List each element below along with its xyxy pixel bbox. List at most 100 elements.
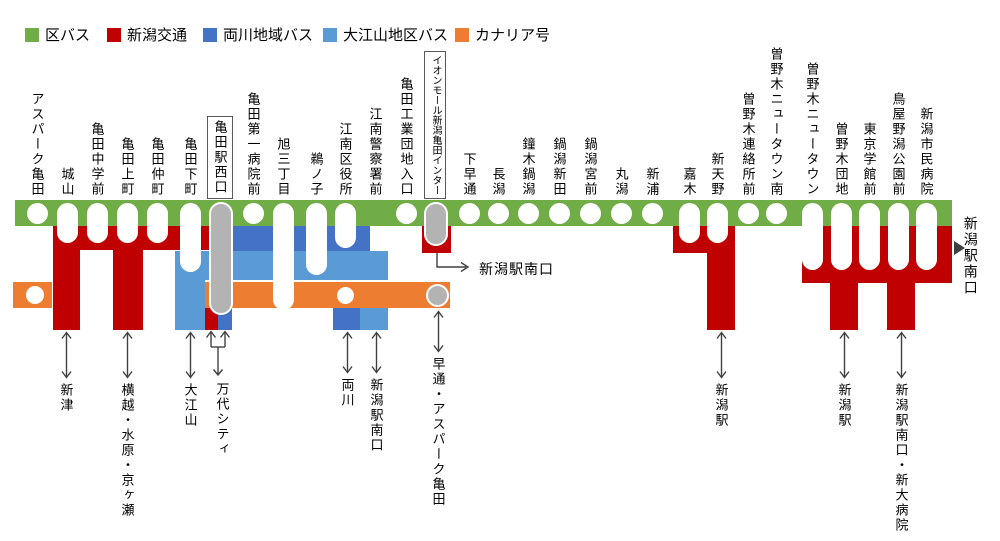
station-marker bbox=[273, 203, 294, 310]
station-label: 鍋潟新田 bbox=[551, 137, 567, 197]
route-segment-blue bbox=[333, 308, 360, 330]
route-segment-lightblue bbox=[360, 308, 388, 330]
branch-arrow bbox=[184, 331, 196, 379]
branch-destination-label: 新潟駅南口 bbox=[368, 378, 384, 453]
station-label: 亀田下町 bbox=[182, 137, 198, 197]
legend-label: 新潟交通 bbox=[127, 27, 188, 44]
red-legend-swatch-icon bbox=[107, 27, 121, 42]
station-marker bbox=[611, 203, 632, 224]
station-marker bbox=[335, 203, 356, 248]
lightblue-legend-swatch-icon bbox=[323, 27, 337, 42]
station-label: 曽野木ニュータウン bbox=[804, 62, 820, 197]
station-label: 亀田第一病院前 bbox=[245, 92, 261, 197]
branch-arrow bbox=[370, 331, 382, 374]
station-label: 長潟 bbox=[490, 167, 506, 197]
station-label: 鵜ノ子 bbox=[308, 152, 324, 197]
station-marker bbox=[306, 203, 327, 275]
station-label: 城山 bbox=[59, 167, 75, 197]
station-label: 新浦 bbox=[644, 167, 660, 197]
station-marker bbox=[87, 203, 108, 243]
station-marker bbox=[679, 203, 700, 243]
station-label: 新天野 bbox=[709, 152, 725, 197]
branch-arrow bbox=[838, 331, 850, 379]
station-marker bbox=[488, 203, 509, 224]
route-segment-orange bbox=[205, 282, 450, 308]
route-segment-red bbox=[830, 283, 858, 330]
branch-arrow bbox=[121, 331, 133, 379]
station-label: 東京学館前 bbox=[861, 122, 877, 197]
blue-legend-swatch-icon bbox=[203, 27, 217, 42]
station-marker bbox=[147, 203, 168, 243]
station-marker bbox=[831, 203, 852, 270]
legend-label: 大江山地区バス bbox=[343, 27, 449, 44]
station-marker bbox=[888, 203, 909, 270]
orange-legend-swatch-icon bbox=[455, 27, 469, 42]
station-marker-highlighted bbox=[209, 202, 233, 315]
station-marker bbox=[180, 203, 201, 272]
right-terminal-arrow-icon bbox=[954, 241, 965, 255]
station-label: 亀田工業団地入口 bbox=[398, 77, 414, 197]
station-marker bbox=[707, 203, 728, 243]
station-marker bbox=[580, 203, 601, 224]
annotation-label: 新潟駅南口 bbox=[479, 261, 554, 277]
branch-destination-label: 新津 bbox=[58, 383, 74, 413]
station-label: 江南警察署前 bbox=[367, 107, 383, 197]
merged-branch-arrow bbox=[205, 330, 231, 377]
station-marker bbox=[396, 203, 417, 224]
station-label: 嘉木 bbox=[681, 167, 697, 197]
station-label: 亀田上町 bbox=[119, 137, 135, 197]
station-marker bbox=[27, 203, 48, 224]
stop-marker bbox=[336, 286, 354, 304]
branch-destination-label: 早通・アスパーク亀田 bbox=[430, 357, 446, 507]
branch-destination-label: 新潟駅 bbox=[713, 383, 729, 428]
station-marker bbox=[802, 203, 823, 270]
station-label: 丸潟 bbox=[613, 167, 629, 197]
station-marker bbox=[916, 203, 937, 270]
station-marker bbox=[243, 203, 264, 224]
branch-destination-label: 横越・水原・京ヶ瀬 bbox=[119, 383, 135, 518]
green-legend-swatch-icon bbox=[25, 27, 39, 42]
station-label: 曽野木団地 bbox=[833, 122, 849, 197]
station-marker bbox=[642, 203, 663, 224]
branch-destination-label: 大江山 bbox=[182, 383, 198, 428]
right-terminal-label: 新潟駅南口 bbox=[962, 216, 979, 296]
station-label: 亀田駅西口 bbox=[207, 116, 233, 199]
transfer-stop-marker bbox=[425, 283, 449, 307]
station-label: 曽野木ニュータウン南 bbox=[768, 47, 784, 197]
annotation-connector-line bbox=[436, 252, 470, 273]
station-marker-highlighted bbox=[424, 202, 448, 246]
station-marker bbox=[766, 203, 787, 224]
route-segment-green bbox=[15, 200, 952, 226]
route-segment-red bbox=[113, 250, 143, 330]
legend-item: カナリア号 bbox=[455, 24, 550, 45]
branch-destination-label: 新潟駅南口・新大病院 bbox=[893, 383, 909, 533]
station-label: 旭三丁目 bbox=[275, 137, 291, 197]
station-label: 曽野木連絡所前 bbox=[740, 92, 756, 197]
station-label: 江南区役所 bbox=[337, 122, 353, 197]
legend-item: 区バス bbox=[25, 24, 90, 45]
branch-arrow bbox=[432, 310, 444, 353]
branch-destination-label: 両川 bbox=[339, 378, 355, 408]
route-segment-red bbox=[887, 283, 915, 330]
station-label: 亀田仲町 bbox=[149, 137, 165, 197]
branch-destination-label: 万代シティ bbox=[214, 382, 230, 457]
station-marker bbox=[738, 203, 759, 224]
station-label: 鍋潟宮前 bbox=[582, 137, 598, 197]
station-marker bbox=[57, 203, 78, 243]
branch-arrow bbox=[895, 331, 907, 379]
legend-item: 両川地域バス bbox=[203, 24, 313, 45]
legend-label: 両川地域バス bbox=[223, 27, 314, 44]
station-marker bbox=[859, 203, 880, 270]
branch-arrow bbox=[60, 331, 72, 379]
stop-marker bbox=[26, 286, 44, 304]
route-segment-red bbox=[707, 253, 735, 330]
station-marker bbox=[518, 203, 539, 224]
station-label: 亀田中学前 bbox=[89, 122, 105, 197]
branch-arrow bbox=[341, 331, 353, 374]
legend-label: カナリア号 bbox=[475, 27, 551, 44]
legend-item: 新潟交通 bbox=[107, 24, 187, 45]
legend-label: 区バス bbox=[45, 27, 91, 44]
branch-destination-label: 新潟駅 bbox=[836, 383, 852, 428]
branch-arrow bbox=[715, 331, 727, 379]
